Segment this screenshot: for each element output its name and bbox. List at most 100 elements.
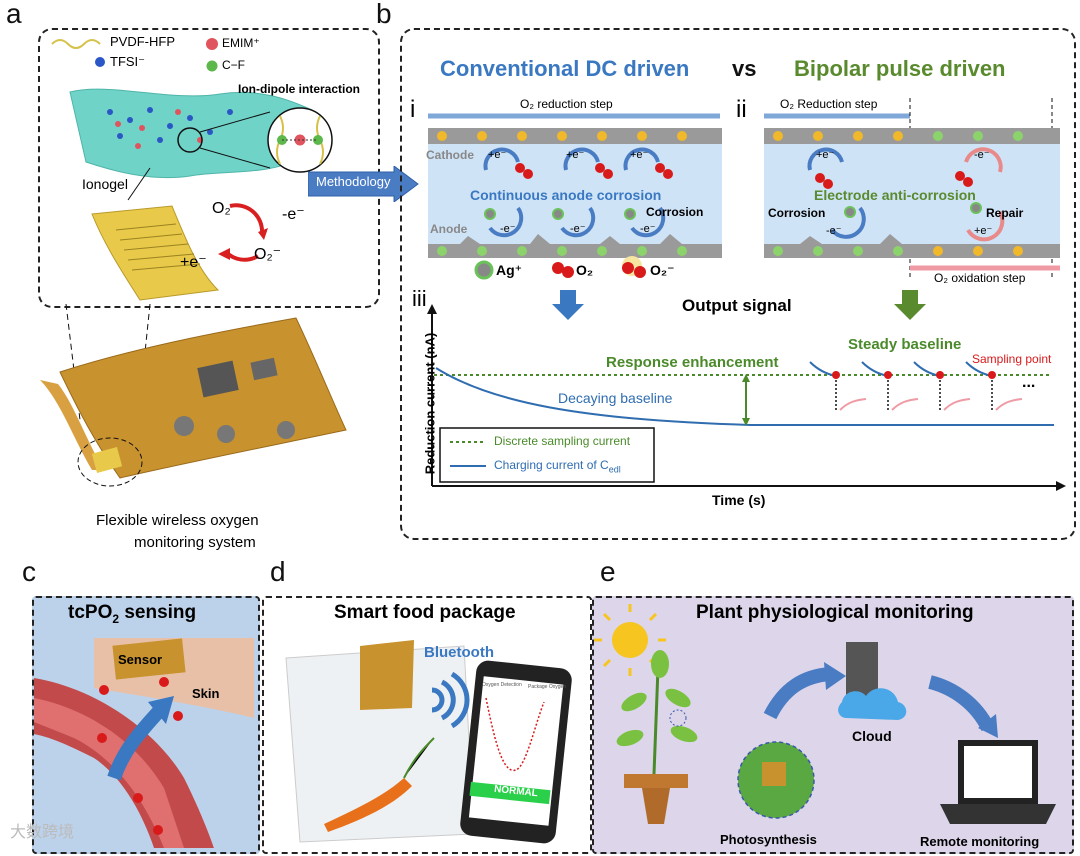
corrosion-label-left: Corrosion [646, 205, 704, 219]
o2-reduction-step-right: O₂ Reduction step [780, 97, 878, 111]
photosynthesis-label: Photosynthesis [720, 832, 817, 847]
vs-label: vs [732, 56, 757, 81]
tcpo2-title-post: sensing [119, 602, 197, 623]
anti-corrosion-label: Electrode anti-corrosion [814, 187, 976, 203]
panel-a-graphics [40, 38, 347, 487]
methodology-arrow [308, 166, 419, 202]
cell-schematics [428, 98, 1060, 280]
panel-d-box [262, 596, 592, 854]
species-o2-minus: O₂⁻ [650, 262, 675, 278]
legend-charging-text: Charging current of C [494, 458, 609, 472]
repair-label: Repair [986, 206, 1024, 220]
label-ii: ii [736, 96, 747, 123]
charging-current-curve [435, 367, 1054, 426]
legend-charging: Charging current of Cedl [494, 458, 621, 474]
skin-label: Skin [192, 686, 220, 701]
minus-e-3: -e⁻ [640, 223, 656, 235]
sensor-patch [112, 638, 186, 680]
tcpo2-title-sub: 2 [112, 611, 120, 626]
tfsi-legend-icon [95, 57, 105, 67]
legend-discrete: Discrete sampling current [494, 434, 631, 448]
plus-e-right: +e⁻ [816, 149, 835, 161]
panel-d-graphics [285, 640, 572, 844]
methodology-label: Methodology [316, 174, 391, 189]
watermark: 大数跨境 [10, 824, 75, 841]
bluetooth-label: Bluetooth [424, 644, 494, 661]
species-o2: O₂ [576, 262, 594, 278]
output-signal-chart [427, 290, 1066, 491]
species-ag: Ag⁺ [496, 262, 523, 278]
remote-monitoring-label: Remote monitoring [920, 834, 1040, 849]
caption-line1: Flexible wireless oxygen [96, 512, 259, 529]
phone-header: Oxygen Detection [482, 682, 522, 688]
panel-letter-a: a [6, 0, 22, 29]
pvdf-legend-icon [51, 39, 101, 49]
legend-emim: EMIM⁺ [222, 36, 260, 50]
minus-e-right-bottom: -e⁻ [826, 225, 842, 237]
label-iii: iii [412, 286, 427, 311]
phone-sub: Package Oxygen [528, 684, 567, 690]
output-signal-title: Output signal [682, 296, 792, 315]
y-axis-label: Reduction current (nA) [422, 332, 438, 475]
o2-label: O₂ [212, 200, 231, 217]
caption-line2: monitoring system [134, 534, 256, 551]
minus-e-1: -e⁻ [500, 223, 516, 235]
plus-e-2: +e⁻ [566, 149, 585, 161]
panel-letter-e: e [600, 556, 616, 587]
chip [197, 360, 239, 398]
tcpo2-title: tcPO2 sensing [68, 602, 196, 626]
ionogel-label: Ionogel [82, 176, 128, 192]
x-axis-label: Time (s) [712, 492, 766, 508]
redox-arrow-top [229, 203, 265, 233]
o2-reduction-step-left: O₂ reduction step [520, 97, 613, 111]
label-i: i [410, 96, 416, 123]
title-conventional: Conventional DC driven [440, 56, 690, 81]
minus-e-right-top: -e⁻ [974, 149, 990, 161]
plus-e-3: +e⁻ [630, 149, 649, 161]
panel-e-graphics [594, 604, 1056, 824]
sun-icon [612, 622, 648, 658]
cloud-label: Cloud [852, 728, 892, 744]
corrosion-label-right: Corrosion [768, 206, 826, 220]
title-bipolar: Bipolar pulse driven [794, 56, 1006, 81]
cf-legend-icon [206, 60, 218, 72]
carrot [324, 778, 412, 832]
sensor-zoom-ellipse [77, 437, 143, 487]
response-enhancement-label: Response enhancement [606, 354, 779, 371]
minus-e-2: -e⁻ [570, 223, 586, 235]
legend-pvdf: PVDF-HFP [110, 34, 175, 49]
sensor-label: Sensor [118, 652, 163, 667]
cathode-label: Cathode [426, 148, 474, 162]
tcpo2-title-pre: tcPO [68, 602, 113, 623]
minus-e-label: -e⁻ [282, 206, 305, 223]
plus-e-label: +e⁻ [180, 254, 207, 271]
panel-letter-d: d [270, 556, 286, 587]
steady-baseline-label: Steady baseline [848, 336, 962, 353]
legend-cf: C−F [222, 58, 246, 72]
o2-minus-label: O₂⁻ [254, 246, 282, 263]
panel-letter-b: b [376, 0, 392, 29]
ellipsis-label: ... [1022, 374, 1036, 391]
panel-b-box [400, 28, 1076, 540]
panel-a-box [38, 28, 380, 308]
sampling-point-label: Sampling point [972, 352, 1052, 366]
plus-e-1: +e⁻ [488, 149, 507, 161]
legend-charging-sub: edl [608, 464, 621, 475]
anode-label: Anode [430, 222, 468, 236]
smart-food-title: Smart food package [334, 602, 516, 623]
legend-tfsi: TFSI⁻ [110, 54, 146, 69]
chart-legend-box [439, 427, 655, 483]
server-icon [846, 642, 878, 698]
continuous-corrosion-label: Continuous anode corrosion [470, 187, 662, 203]
decaying-baseline-label: Decaying baseline [558, 390, 673, 406]
plant-pot [642, 788, 670, 824]
zoom-circle [177, 127, 203, 153]
cloud-icon [838, 688, 907, 720]
ion-dipole-label: Ion-dipole interaction [238, 82, 360, 96]
plus-e-right-bottom: +e⁻ [974, 225, 993, 237]
o2-oxidation-step: O₂ oxidation step [934, 271, 1026, 285]
emim-legend-icon [206, 38, 218, 50]
bag-sensor [360, 640, 414, 710]
panel-c-graphics [34, 638, 254, 848]
panel-letter-c: c [22, 556, 36, 587]
